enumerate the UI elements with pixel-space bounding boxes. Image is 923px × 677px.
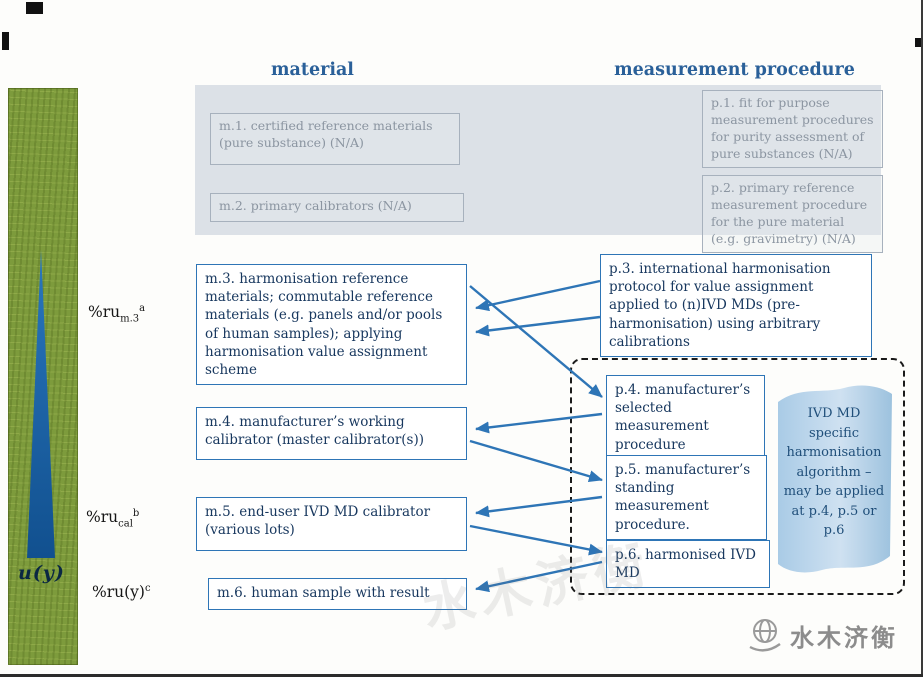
box-p3-international-harmonisation-protocol: p.3. international harmonisation protoco… [600, 254, 872, 358]
arrow-p3-to-m3-lower [475, 315, 601, 337]
scan-artifact-left [2, 32, 9, 50]
uncertainty-axis-label: u(y) [18, 562, 65, 584]
watermark-text: 水木济衡 [790, 624, 898, 652]
uncertainty-triangle [27, 250, 55, 558]
uncertainty-label-y-prefix: %ru(y) [92, 583, 145, 602]
box-m5-end-user-calibrator: m.5. end-user IVD MD calibrator (various… [196, 497, 467, 551]
uncertainty-bar: u(y) [8, 88, 78, 665]
watermark: 水木济衡 [746, 615, 898, 655]
arrow-p3-to-m3-upper [475, 279, 601, 312]
box-m2-primary-calibrators: m.2. primary calibrators (N/A) [210, 193, 464, 222]
uncertainty-label-y-sup: c [144, 583, 151, 594]
box-m3-harmonisation-reference-materials: m.3. harmonisation reference materials; … [196, 264, 467, 386]
scan-artifact-top-left [26, 2, 43, 14]
watermark-logo-icon [749, 619, 781, 652]
box-m1-certified-reference-materials: m.1. certified reference materials (pure… [210, 113, 460, 165]
uncertainty-label-cal-sup: b [132, 508, 140, 519]
material-column-header: material [271, 60, 354, 80]
box-m6-human-sample-with-result: m.6. human sample with result [208, 578, 467, 610]
box-m4-manufacturer-working-calibrator: m.4. manufacturer’s working calibrator (… [196, 407, 467, 460]
uncertainty-label-m3-sub: m.3 [120, 313, 140, 325]
box-p4-selected-measurement-procedure: p.4. manufacturer’s selected measurement… [606, 375, 765, 460]
uncertainty-label-cal-sub: cal [118, 518, 133, 530]
scan-artifact-right [915, 38, 921, 47]
box-p5-standing-measurement-procedure: p.5. manufacturer’s standing measurement… [606, 455, 767, 540]
uncertainty-label-cal-prefix: %ru [86, 508, 119, 527]
harmonisation-note-text: IVD MD specific harmonisation algorithm … [783, 406, 885, 538]
scan-edge-right [921, 0, 923, 677]
box-p6-harmonised-ivd-md: p.6. harmonised IVD MD [606, 540, 770, 589]
harmonisation-algorithm-ribbon: IVD MD specific harmonisation algorithm … [770, 378, 898, 586]
uncertainty-label-m3: %rum.3a [88, 303, 145, 324]
measurement-procedure-column-header: measurement procedure [614, 60, 855, 80]
ribbon-shape [778, 385, 892, 573]
box-p2-primary-reference-procedure: p.2. primary reference measurement proce… [702, 175, 883, 253]
box-p1-purity-assessment-procedures: p.1. fit for purpose measurement procedu… [702, 90, 883, 168]
scan-edge-bottom [0, 674, 923, 677]
uncertainty-label-y: %ru(y)c [92, 583, 151, 604]
uncertainty-label-cal: %rucalb [86, 508, 139, 529]
uncertainty-label-m3-prefix: %ru [88, 303, 121, 322]
not-applicable-panel [195, 85, 881, 235]
uncertainty-label-m3-sup: a [139, 303, 146, 314]
